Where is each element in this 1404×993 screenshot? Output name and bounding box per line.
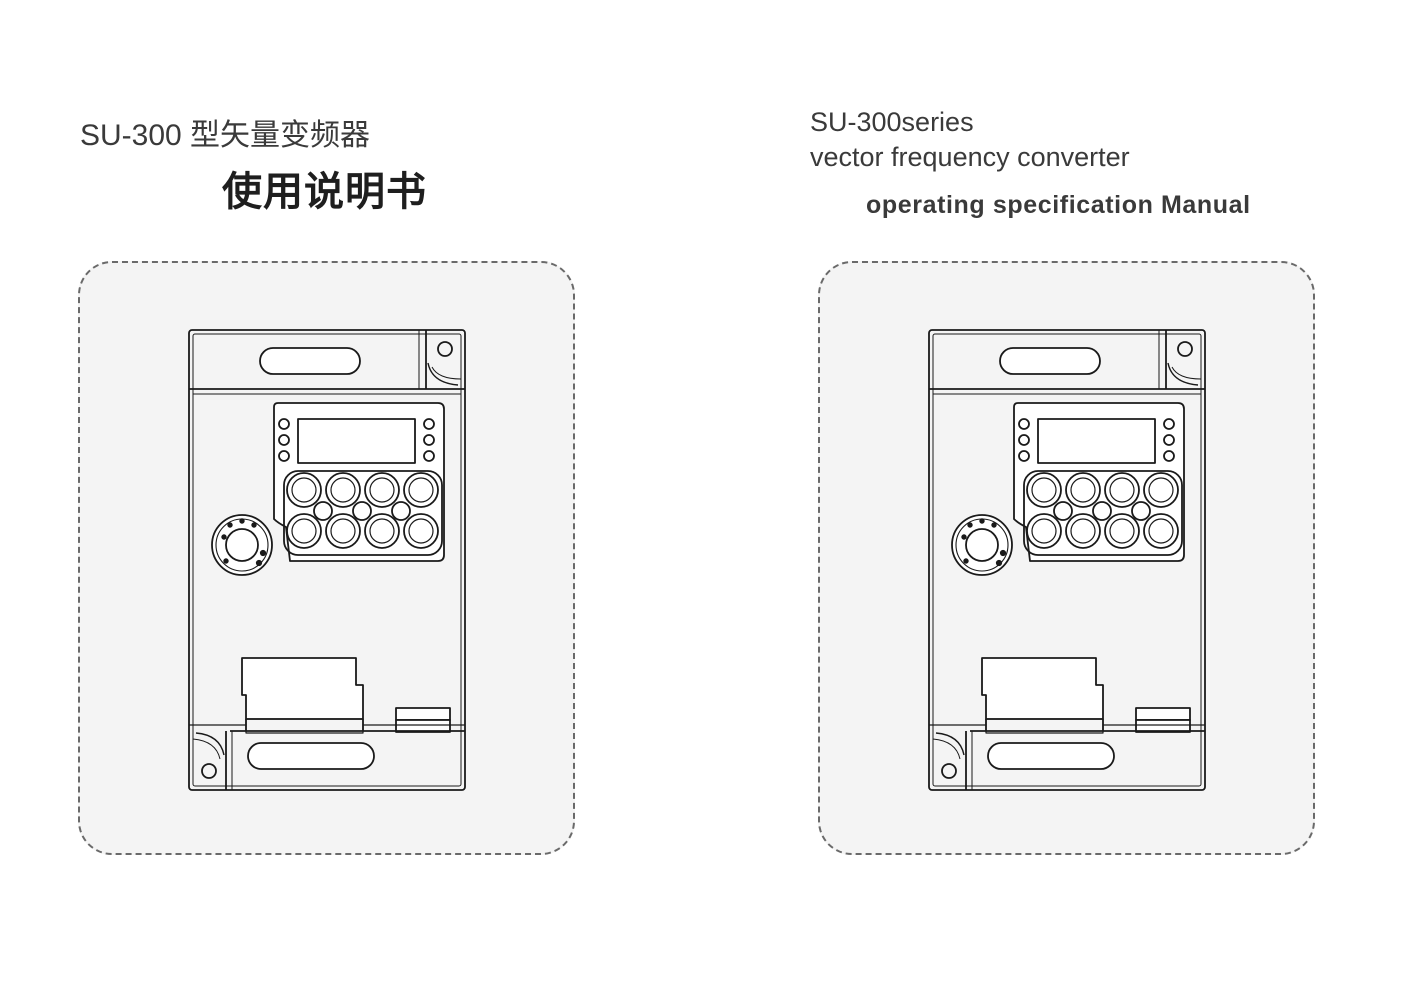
- device-illustration-left: [186, 327, 470, 797]
- device-panel-right: [818, 261, 1315, 855]
- cn-model-heading: SU-300 型矢量变频器: [80, 119, 371, 152]
- en-model-heading: SU-300series: [810, 107, 974, 137]
- frequency-converter-drawing: [928, 329, 1206, 791]
- frequency-converter-drawing: [188, 329, 466, 791]
- en-subtitle: vector frequency converter: [810, 142, 1130, 172]
- device-panel-left: [78, 261, 575, 855]
- device-illustration-right: [926, 327, 1210, 797]
- cn-manual-title: 使用说明书: [222, 170, 427, 214]
- en-manual-title: operating specification Manual: [866, 191, 1251, 219]
